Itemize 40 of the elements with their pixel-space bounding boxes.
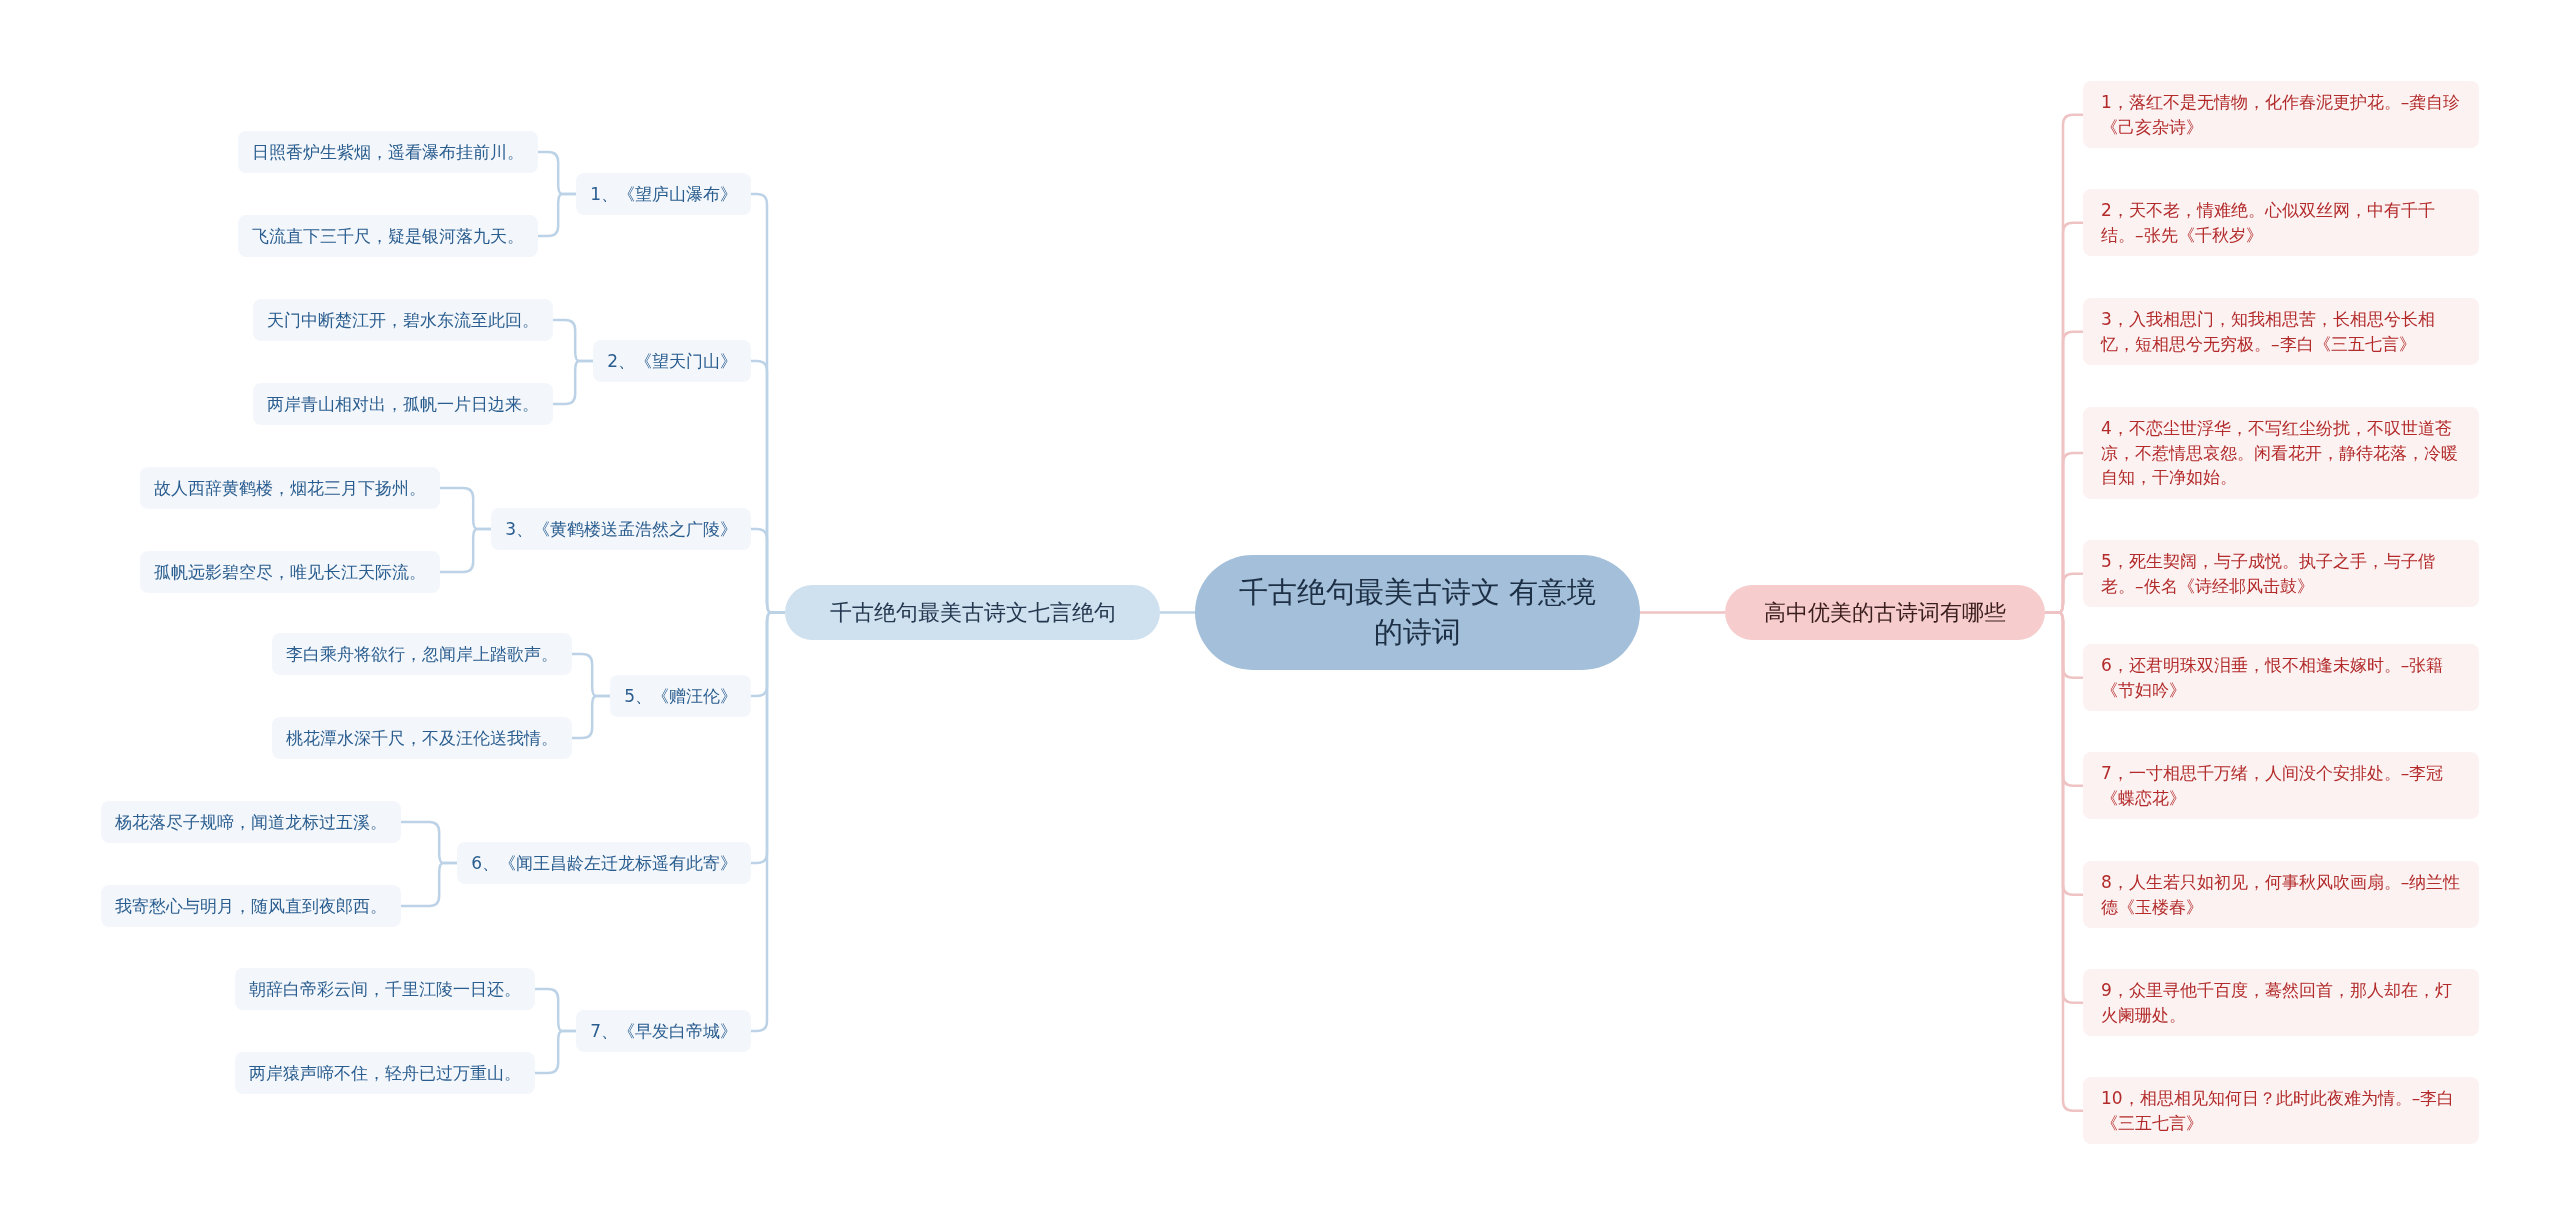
connector-line <box>401 861 458 908</box>
connector-line <box>1160 611 1195 614</box>
topic-box: 5、《赠汪伦》 <box>610 675 751 717</box>
topic-box: 天门中断楚江开，碧水东流至此回。 <box>253 299 553 341</box>
topic-box: 6、《闻王昌龄左迁龙标遥有此寄》 <box>457 842 751 884</box>
topic-box: 3、《黄鹤楼送孟浩然之广陵》 <box>491 508 751 550</box>
topic-box: 日照香炉生紫烟，遥看瀑布挂前川。 <box>238 131 538 173</box>
topic-box: 飞流直下三千尺，疑是银河落九天。 <box>238 215 538 257</box>
topic-box: 9，众里寻他千百度，蓦然回首，那人却在，灯火阑珊处。 <box>2083 969 2479 1037</box>
connector-line <box>538 192 577 238</box>
topic-box: 5，死生契阔，与子成悦。执子之手，与子偕老。–佚名《诗经邶风击鼓》 <box>2083 540 2479 608</box>
topic-box: 朝辞白帝彩云间，千里江陵一日还。 <box>235 968 535 1010</box>
topic-box: 3，入我相思门，知我相思苦，长相思兮长相忆，短相思兮无穷极。–李白《三五七言》 <box>2083 298 2479 366</box>
topic-box: 6，还君明珠双泪垂，恨不相逢未嫁时。–张籍《节妇吟》 <box>2083 644 2479 712</box>
branch-topic: 高中优美的古诗词有哪些 <box>1725 585 2045 640</box>
topic-box: 8，人生若只如初见，何事秋风吹画扇。–纳兰性德《玉楼春》 <box>2083 861 2479 929</box>
topic-box: 7，一寸相思千万绪，人间没个安排处。–李冠《蝶恋花》 <box>2083 752 2479 820</box>
branch-topic: 千古绝句最美古诗文七言绝句 <box>785 585 1160 640</box>
connector-line <box>1640 611 1725 614</box>
connector-line <box>535 1029 577 1075</box>
topic-box: 我寄愁心与明月，随风直到夜郎西。 <box>101 885 401 927</box>
topic-box: 7、《早发白帝城》 <box>576 1010 751 1052</box>
topic-box: 两岸猿声啼不住，轻舟已过万重山。 <box>235 1052 535 1094</box>
topic-box: 2，天不老，情难绝。心似双丝网，中有千千结。–张先《千秋岁》 <box>2083 189 2479 257</box>
topic-box: 1、《望庐山瀑布》 <box>576 173 751 215</box>
connector-line <box>751 611 785 1033</box>
topic-box: 1，落红不是无情物，化作春泥更护花。–龚自珍《己亥杂诗》 <box>2083 81 2479 149</box>
topic-box: 10，相思相见知何日？此时此夜难为情。–李白《三五七言》 <box>2083 1077 2479 1145</box>
topic-box: 4，不恋尘世浮华，不写红尘纷扰，不叹世道苍凉，不惹情思哀怨。闲看花开，静待花落，冷暖自知，干净如始。 <box>2083 407 2479 499</box>
topic-box: 2、《望天门山》 <box>593 340 751 382</box>
topic-box: 桃花潭水深千尺，不及汪伦送我情。 <box>272 717 572 759</box>
central-topic: 千古绝句最美古诗文 有意境的诗词 <box>1195 555 1640 670</box>
connector-line <box>572 694 611 740</box>
topic-box: 两岸青山相对出，孤帆一片日边来。 <box>253 383 553 425</box>
topic-box: 孤帆远影碧空尽，唯见长江天际流。 <box>140 551 440 593</box>
topic-box: 李白乘舟将欲行，忽闻岸上踏歌声。 <box>272 633 572 675</box>
topic-box: 故人西辞黄鹤楼，烟花三月下扬州。 <box>140 467 440 509</box>
topic-box: 杨花落尽子规啼，闻道龙标过五溪。 <box>101 801 401 843</box>
connector-line <box>553 359 594 406</box>
connector-line <box>440 527 492 574</box>
